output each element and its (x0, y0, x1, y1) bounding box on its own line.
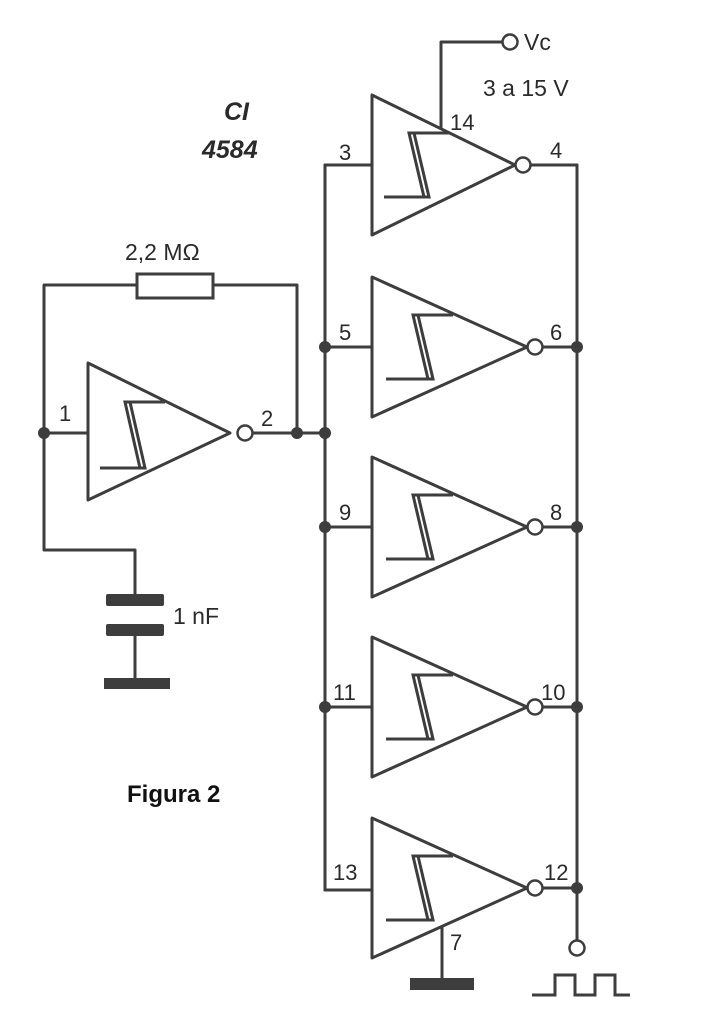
inverter-bubble (514, 156, 532, 174)
wires (42, 40, 579, 982)
inverter-bubble (526, 338, 544, 356)
gate-5 (370, 635, 544, 779)
resistor-value-label: 2,2 MΩ (125, 239, 200, 265)
chip-name-line2: 4584 (201, 136, 258, 164)
pin-14-label: 14 (450, 110, 474, 135)
supply-wire (439, 40, 504, 152)
inverter-bubble (236, 424, 254, 442)
pin-8-label: 8 (550, 500, 562, 525)
pin-3-label: 3 (339, 140, 351, 165)
capacitor (106, 594, 164, 636)
output-terminal (568, 939, 586, 957)
pin-9-label: 9 (339, 500, 351, 525)
capacitor-value-label: 1 nF (173, 603, 219, 629)
pin-labels: 1 2 3 4 5 6 7 8 9 10 11 12 13 14 (59, 110, 568, 955)
capacitor-wire (42, 431, 137, 684)
pin-10-label: 10 (541, 680, 565, 705)
pin-11-label: 11 (333, 680, 356, 705)
pin-12-label: 12 (544, 860, 568, 885)
resistor (135, 272, 215, 300)
gate-4 (370, 455, 544, 599)
pin-5-label: 5 (339, 320, 351, 345)
pin-6-label: 6 (550, 320, 562, 345)
supply-terminal-label: Vc (524, 29, 551, 55)
inverter-bubble (526, 518, 544, 536)
square-wave-icon (532, 973, 630, 997)
gate-2 (370, 93, 532, 237)
gate-6 (370, 816, 544, 960)
ground-symbol-pin7 (410, 978, 474, 990)
ground-symbol (104, 678, 170, 689)
inverter-bubble (526, 879, 544, 897)
feedback-wire (42, 283, 299, 435)
supply-terminal (501, 33, 519, 51)
supply-voltage-label: 3 a 15 V (483, 75, 569, 101)
pin-4-label: 4 (550, 138, 562, 163)
gate-3 (370, 275, 544, 419)
junction-nodes (38, 341, 583, 894)
gate-1 (86, 361, 254, 502)
pin-13-label: 13 (333, 860, 357, 885)
pin-7-label: 7 (450, 930, 462, 955)
chip-name-line1: CI (224, 98, 250, 126)
inverter-bubble (526, 698, 544, 716)
pin-1-label: 1 (59, 401, 71, 426)
pin-2-label: 2 (261, 406, 273, 431)
figure-caption: Figura 2 (127, 781, 220, 808)
